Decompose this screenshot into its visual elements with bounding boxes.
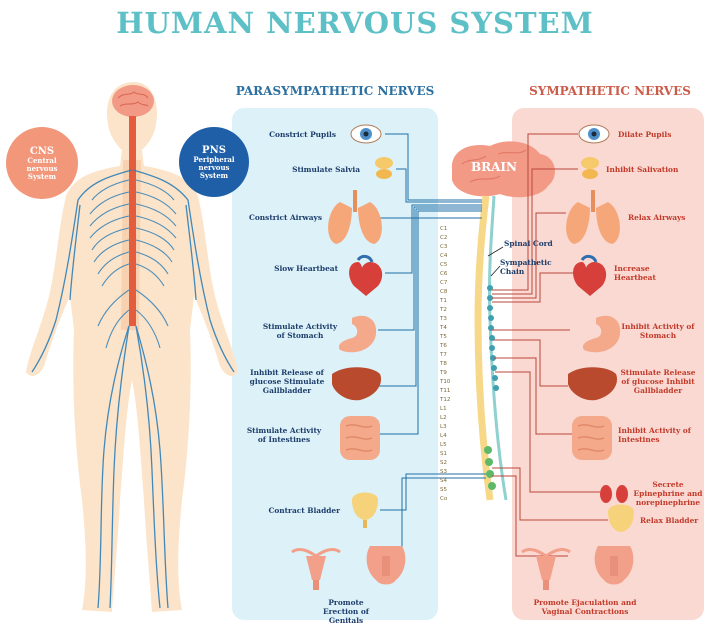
vertebra-label: T8 (440, 361, 447, 367)
vertebra-label: S5 (440, 487, 447, 493)
right-stomach-icon (583, 316, 620, 353)
body-brain-icon (112, 85, 154, 117)
vertebra-label: T5 (440, 334, 447, 340)
vertebra-label: T6 (440, 343, 447, 349)
symp-label-inhibit-stomach: Inhibit Activity of Stomach (620, 322, 696, 340)
left-stomach-icon (339, 316, 376, 353)
para-label-stimulate-salvia: Stimulate Salvia (268, 165, 360, 174)
spinal-cord (478, 196, 490, 500)
vertebra-label: L2 (440, 415, 447, 421)
symp-label-relax-bladder: Relax Bladder (640, 516, 704, 525)
vertebra-label: C2 (440, 235, 447, 241)
brain-label: BRAIN (454, 160, 534, 174)
para-label-constrict-airways: Constrict Airways (230, 213, 322, 222)
pns-title: PNS (202, 145, 226, 156)
vertebra-label: T4 (440, 325, 447, 331)
symp-label-secrete-epinephrine: Secrete Epinephrine and norepinephrine (630, 480, 706, 507)
right-eye-icon (579, 125, 609, 143)
right-bladder-icon (608, 505, 634, 533)
symp-label-dilate-pupils: Dilate Pupils (618, 130, 696, 139)
pns-sub-3: System (200, 172, 228, 180)
vertebra-label: Co (440, 496, 447, 502)
symp-label-inhibit-intestines: Inhibit Activity of Intestines (618, 426, 692, 444)
vertebra-label: T11 (440, 388, 450, 394)
vertebra-label: T7 (440, 352, 447, 358)
para-label-stimulate-intestines: Stimulate Activity of Intestines (244, 426, 324, 444)
symp-label-promote-ejaculation: Promote Ejaculation and Vaginal Contract… (530, 598, 640, 616)
vertebra-label: T3 (440, 316, 447, 322)
symp-label-inhibit-salivation: Inhibit Salivation (606, 165, 684, 174)
left-lungs-icon (328, 190, 382, 244)
vertebra-label: L3 (440, 424, 447, 430)
left-intestines-icon (340, 416, 380, 460)
symp-label-glucose-gallbladder: Stimulate Release of glucose Inhibit Gal… (618, 368, 698, 395)
left-male-organ-icon (367, 546, 406, 585)
right-male-organ-icon (595, 546, 634, 585)
para-label-stimulate-stomach: Stimulate Activity of Stomach (262, 322, 338, 340)
vertebra-label: T12 (440, 397, 450, 403)
vertebra-label: L4 (440, 433, 447, 439)
para-label-promote-erection: Promote Erection of Genitals (310, 598, 382, 625)
right-salivary-gland-icon (581, 157, 599, 179)
sympathetic-chain-label: Sympathetic Chain (500, 258, 550, 276)
para-label-slow-heartbeat: Slow Heartbeat (246, 264, 338, 273)
cns-badge: CNS Central nervous System (6, 127, 78, 199)
spinal-cord-label: Spinal Cord (504, 239, 553, 248)
vertebra-label: C4 (440, 253, 447, 259)
para-label-constrict-pupils: Constrict Pupils (244, 130, 336, 139)
vertebra-label: T9 (440, 370, 447, 376)
cns-sub-3: System (28, 173, 56, 181)
cns-title: CNS (30, 146, 54, 157)
left-salivary-gland-icon (375, 157, 393, 179)
vertebra-label: C6 (440, 271, 447, 277)
vertebra-label: C1 (440, 226, 447, 232)
vertebra-label: S3 (440, 469, 447, 475)
vertebra-label: T1 (440, 298, 447, 304)
left-liver-icon (332, 367, 381, 400)
vertebra-label: T2 (440, 307, 447, 313)
vertebra-label: L1 (440, 406, 447, 412)
para-label-glucose-gallbladder: Inhibit Release of glucose Stimulate Gal… (246, 368, 328, 395)
symp-label-increase-heartbeat: Increase Heartbeat (614, 264, 692, 282)
right-liver-icon (568, 367, 617, 400)
vertebra-label: S4 (440, 478, 447, 484)
vertebra-label: S1 (440, 451, 447, 457)
right-heart-icon (573, 256, 606, 296)
left-female-organ-icon (292, 549, 340, 590)
vertebra-label: C8 (440, 289, 447, 295)
vertebra-label: L5 (440, 442, 447, 448)
vertebra-label: C5 (440, 262, 447, 268)
left-eye-icon (351, 125, 381, 143)
para-label-contract-bladder: Contract Bladder (248, 506, 340, 515)
right-adrenal-icon (600, 485, 628, 503)
vertebra-label: S2 (440, 460, 447, 466)
right-lungs-icon (566, 190, 620, 244)
left-heart-icon (349, 256, 382, 296)
left-bladder-icon (352, 493, 378, 529)
vertebra-label: C3 (440, 244, 447, 250)
symp-label-relax-airways: Relax Airways (628, 213, 706, 222)
vertebra-label: C7 (440, 280, 447, 286)
pns-badge: PNS Peripheral nervous System (179, 127, 249, 197)
right-intestines-icon (572, 416, 612, 460)
vertebra-label: T10 (440, 379, 450, 385)
